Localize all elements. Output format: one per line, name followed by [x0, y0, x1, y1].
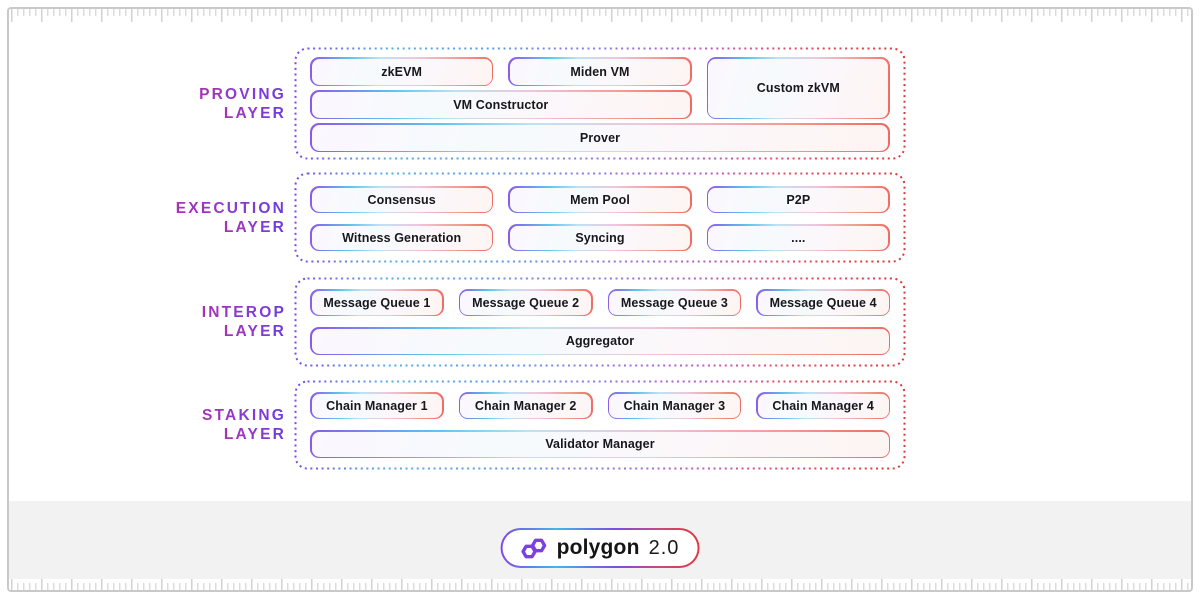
- brand-version: 2.0: [648, 536, 680, 559]
- staking-layer-row: STAKING LAYER Chain Manager 1 Chain Mana…: [0, 380, 1200, 470]
- box-chain-manager-1: Chain Manager 1: [310, 392, 444, 419]
- box-message-queue-4: Message Queue 4: [756, 289, 890, 316]
- proving-layer-label: PROVING LAYER: [199, 47, 286, 160]
- box-mem-pool-label: Mem Pool: [509, 187, 691, 212]
- bottom-ruler-short-ticks: [11, 583, 1189, 590]
- box-validator-manager: Validator Manager: [310, 430, 890, 458]
- top-ruler-long-ticks: [11, 9, 1189, 22]
- top-ruler: [11, 9, 1189, 22]
- box-consensus: Consensus: [310, 186, 494, 213]
- execution-layer-label-line1: EXECUTION: [175, 199, 286, 217]
- interop-layer-container: Message Queue 1 Message Queue 2 Message …: [294, 277, 906, 367]
- polygon-logo-badge: polygon 2.0: [500, 528, 700, 568]
- staking-layer-container: Chain Manager 1 Chain Manager 2 Chain Ma…: [294, 380, 906, 470]
- execution-layer-row: EXECUTION LAYER Consensus Mem Pool P2P W…: [0, 172, 1200, 263]
- interop-layer-label: INTEROP LAYER: [202, 277, 286, 367]
- box-witness-generation-label: Witness Generation: [311, 225, 492, 250]
- box-chain-manager-4: Chain Manager 4: [756, 392, 890, 419]
- top-ruler-short-ticks: [11, 9, 1189, 16]
- box-message-queue-2: Message Queue 2: [458, 289, 593, 316]
- box-prover: Prover: [310, 123, 890, 152]
- box-prover-label: Prover: [311, 124, 889, 151]
- execution-layer-label: EXECUTION LAYER: [176, 172, 286, 263]
- box-chain-manager-3-label: Chain Manager 3: [609, 393, 740, 418]
- proving-layer-label-line1: PROVING: [199, 85, 286, 103]
- box-syncing-label: Syncing: [509, 225, 691, 250]
- polygon-logo-icon: [521, 538, 547, 558]
- box-chain-manager-2-label: Chain Manager 2: [460, 393, 591, 418]
- box-chain-manager-2: Chain Manager 2: [458, 392, 593, 419]
- box-chain-manager-1-label: Chain Manager 1: [311, 393, 443, 418]
- box-message-queue-2-label: Message Queue 2: [460, 290, 591, 315]
- box-miden-vm-label: Miden VM: [509, 58, 691, 85]
- box-consensus-label: Consensus: [311, 187, 492, 212]
- box-message-queue-3-label: Message Queue 3: [609, 290, 740, 315]
- box-witness-generation: Witness Generation: [310, 224, 494, 251]
- box-vm-constructor: VM Constructor: [310, 90, 692, 119]
- box-miden-vm: Miden VM: [508, 57, 692, 86]
- box-aggregator: Aggregator: [310, 327, 890, 355]
- box-vm-constructor-label: VM Constructor: [311, 91, 691, 118]
- proving-layer-row: PROVING LAYER zkEVM Miden VM Custom zkVM…: [0, 47, 1200, 160]
- interop-layer-label-line1: INTEROP: [201, 304, 286, 321]
- box-chain-manager-3: Chain Manager 3: [607, 392, 742, 419]
- box-aggregator-label: Aggregator: [311, 328, 889, 354]
- box-p2p-label: P2P: [708, 187, 889, 212]
- box-mem-pool: Mem Pool: [508, 186, 692, 213]
- box-message-queue-1-label: Message Queue 1: [311, 290, 443, 315]
- brand-name: polygon: [556, 536, 640, 559]
- box-zkevm: zkEVM: [310, 57, 494, 86]
- box-validator-manager-label: Validator Manager: [311, 431, 889, 457]
- box-syncing: Syncing: [508, 224, 692, 251]
- box-more-dots-label: ....: [708, 225, 889, 250]
- box-message-queue-4-label: Message Queue 4: [757, 290, 889, 315]
- execution-layer-container: Consensus Mem Pool P2P Witness Generatio…: [294, 172, 906, 263]
- box-p2p: P2P: [706, 186, 890, 213]
- box-zkevm-label: zkEVM: [311, 58, 492, 85]
- box-more-dots: ....: [706, 224, 890, 251]
- staking-layer-label-line1: STAKING: [202, 407, 286, 424]
- interop-layer-row: INTEROP LAYER Message Queue 1 Message Qu…: [0, 277, 1200, 367]
- staking-layer-label: STAKING LAYER: [202, 380, 286, 470]
- polygon-logo-badge-inner: polygon 2.0: [502, 530, 698, 566]
- box-message-queue-3: Message Queue 3: [607, 289, 742, 316]
- box-custom-zkvm: Custom zkVM: [706, 57, 890, 119]
- interop-layer-label-line2: LAYER: [223, 323, 286, 340]
- staking-layer-label-line2: LAYER: [223, 426, 286, 443]
- box-chain-manager-4-label: Chain Manager 4: [757, 393, 889, 418]
- proving-layer-container: zkEVM Miden VM Custom zkVM VM Constructo…: [294, 47, 906, 160]
- proving-layer-label-line2: LAYER: [223, 104, 286, 122]
- execution-layer-label-line2: LAYER: [223, 218, 286, 236]
- box-message-queue-1: Message Queue 1: [310, 289, 444, 316]
- box-custom-zkvm-label: Custom zkVM: [708, 58, 889, 118]
